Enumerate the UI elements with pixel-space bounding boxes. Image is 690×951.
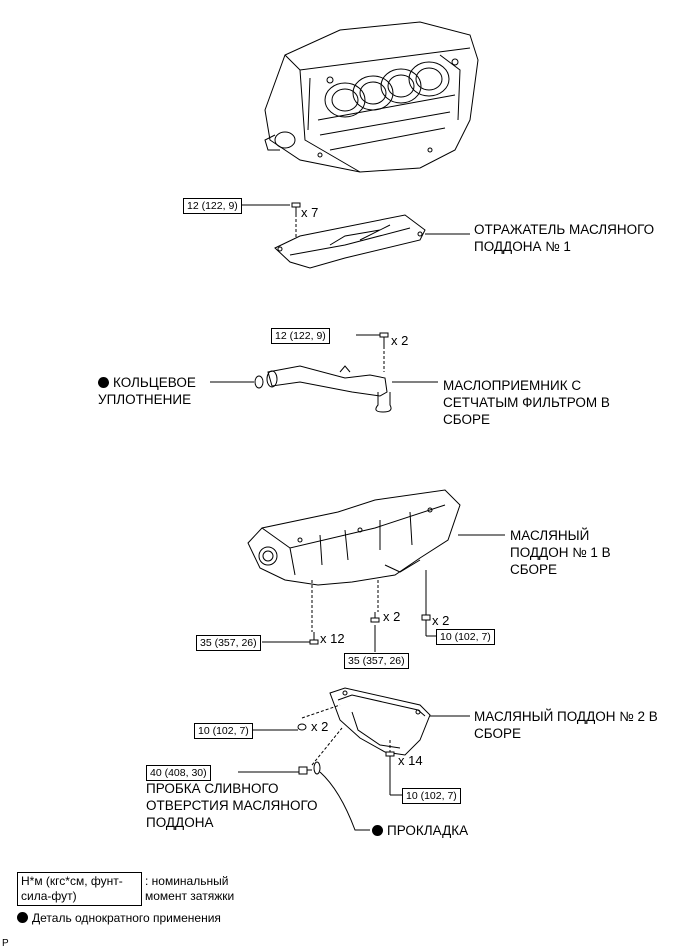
torque-pan1-bolt-a: 35 (357, 26) [196, 635, 261, 651]
pan1-stud [421, 570, 431, 621]
engine-block [264, 21, 479, 173]
single-use-marker-icon [98, 377, 109, 388]
label-gasket: ПРОКЛАДКА [372, 822, 468, 839]
torque-baffle-bolt: 12 (122, 9) [183, 198, 242, 214]
oil-pan-2 [329, 687, 431, 756]
qty-pan1-a: x 12 [320, 631, 345, 646]
qty-pan2-bolt: x 14 [398, 753, 423, 768]
qty-pan1-c: x 2 [432, 613, 450, 628]
torque-pan2-bolt: 10 (102, 7) [402, 788, 461, 804]
torque-pan1-stud: 10 (102, 7) [436, 629, 495, 645]
label-oil-pan-2: МАСЛЯНЫЙ ПОДДОН № 2 В СБОРЕ [474, 709, 658, 741]
label-o-ring: КОЛЬЦЕВОЕ УПЛОТНЕНИЕ [98, 375, 196, 407]
pan1-bolt-a [309, 632, 319, 645]
single-use-marker-icon [17, 912, 28, 923]
drain-plug [298, 766, 312, 775]
legend-single-use: Деталь однократного применения [17, 911, 221, 926]
pan1-bolt-b [370, 612, 380, 623]
qty-pan1-b: x 2 [383, 609, 401, 624]
pan2-nut [297, 723, 307, 731]
qty-baffle: x 7 [301, 205, 319, 220]
qty-strainer: x 2 [391, 333, 409, 348]
label-oil-pan-1: МАСЛЯНЫЙ ПОДДОН № 1 В СБОРЕ [510, 528, 611, 577]
o-ring [254, 375, 264, 389]
label-oil-pan-baffle: ОТРАЖАТЕЛЬ МАСЛЯНОГО ПОДДОНА № 1 [474, 222, 655, 254]
oil-pan-baffle [274, 214, 426, 269]
torque-pan1-bolt-b: 35 (357, 26) [344, 653, 409, 669]
baffle-bolt [291, 202, 301, 215]
legend-torque-unit: Н*м (кгс*см, фунт- сила-фут) [17, 872, 142, 906]
pan2-bolt [385, 751, 395, 768]
label-drain-plug: ПРОБКА СЛИВНОГО ОТВЕРСТИЯ МАСЛЯНОГО ПОДД… [146, 781, 318, 830]
torque-drain-plug: 40 (408, 30) [146, 765, 211, 781]
oil-pan-1 [247, 489, 461, 586]
legend-torque-desc: : номинальный момент затяжки [145, 874, 235, 903]
strainer-bolt [379, 332, 389, 346]
torque-pan2-nut: 10 (102, 7) [194, 723, 253, 739]
oil-strainer [266, 365, 392, 413]
qty-pan2-nut: x 2 [311, 719, 329, 734]
torque-strainer-bolt: 12 (122, 9) [271, 328, 330, 344]
label-strainer: МАСЛОПРИЕМНИК С СЕТЧАТЫМ ФИЛЬТРОМ В СБОР… [443, 378, 610, 427]
gasket-ring [313, 761, 321, 775]
figure-code: P [2, 938, 9, 949]
single-use-marker-icon [372, 825, 383, 836]
